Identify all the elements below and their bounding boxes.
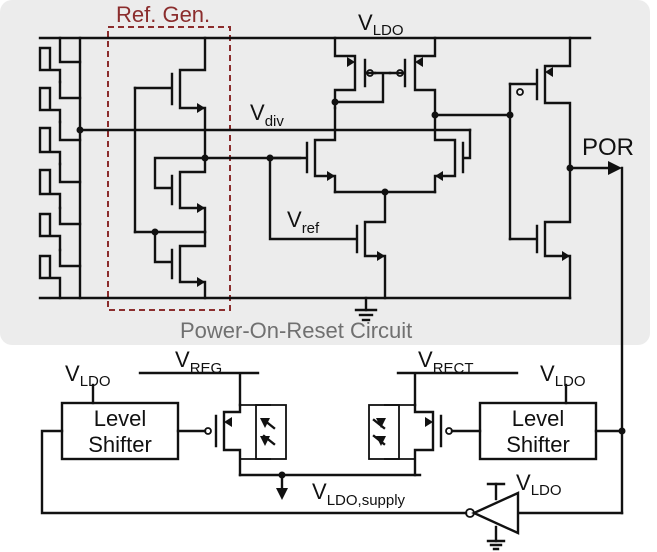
left-shifter-line2: Shifter xyxy=(88,432,152,457)
right-shifter-line1: Level xyxy=(512,406,565,431)
comparator xyxy=(268,36,472,300)
right-level-shifter xyxy=(478,401,598,461)
feedback-inverter xyxy=(40,429,624,551)
refgen-box xyxy=(107,26,231,311)
left-level-shifter xyxy=(60,401,180,461)
left-shifter-line1: Level xyxy=(94,406,147,431)
right-shifter-line2: Shifter xyxy=(506,432,570,457)
vrect-label: VRECT xyxy=(418,347,474,377)
por-label: POR xyxy=(582,134,634,161)
left-pmos-stack xyxy=(38,36,82,300)
por-to-shifter xyxy=(594,427,626,435)
vldo-inverter-label: VLDO xyxy=(516,470,562,499)
vref-label: Vref xyxy=(287,207,320,237)
vreg-label: VREG xyxy=(175,347,222,377)
vreg-net xyxy=(138,371,260,407)
vldo-left-label: VLDO xyxy=(65,361,111,390)
vdiv-label: Vdiv xyxy=(250,100,284,130)
refgen-transistors xyxy=(133,36,209,300)
panel-ground-symbol xyxy=(354,296,378,322)
right-power-switch xyxy=(368,403,482,477)
panel-caption: Power-On-Reset Circuit xyxy=(180,318,412,343)
vldo-right-label: VLDO xyxy=(540,361,586,390)
por-panel xyxy=(0,0,650,345)
vldo-supply-label: VLDO,supply xyxy=(312,479,406,509)
refgen-label: Ref. Gen. xyxy=(116,2,210,27)
output-inverter xyxy=(433,36,624,515)
vrect-net xyxy=(396,371,519,407)
left-power-switch xyxy=(176,403,422,500)
vldo-main-label: VLDO xyxy=(358,10,404,39)
